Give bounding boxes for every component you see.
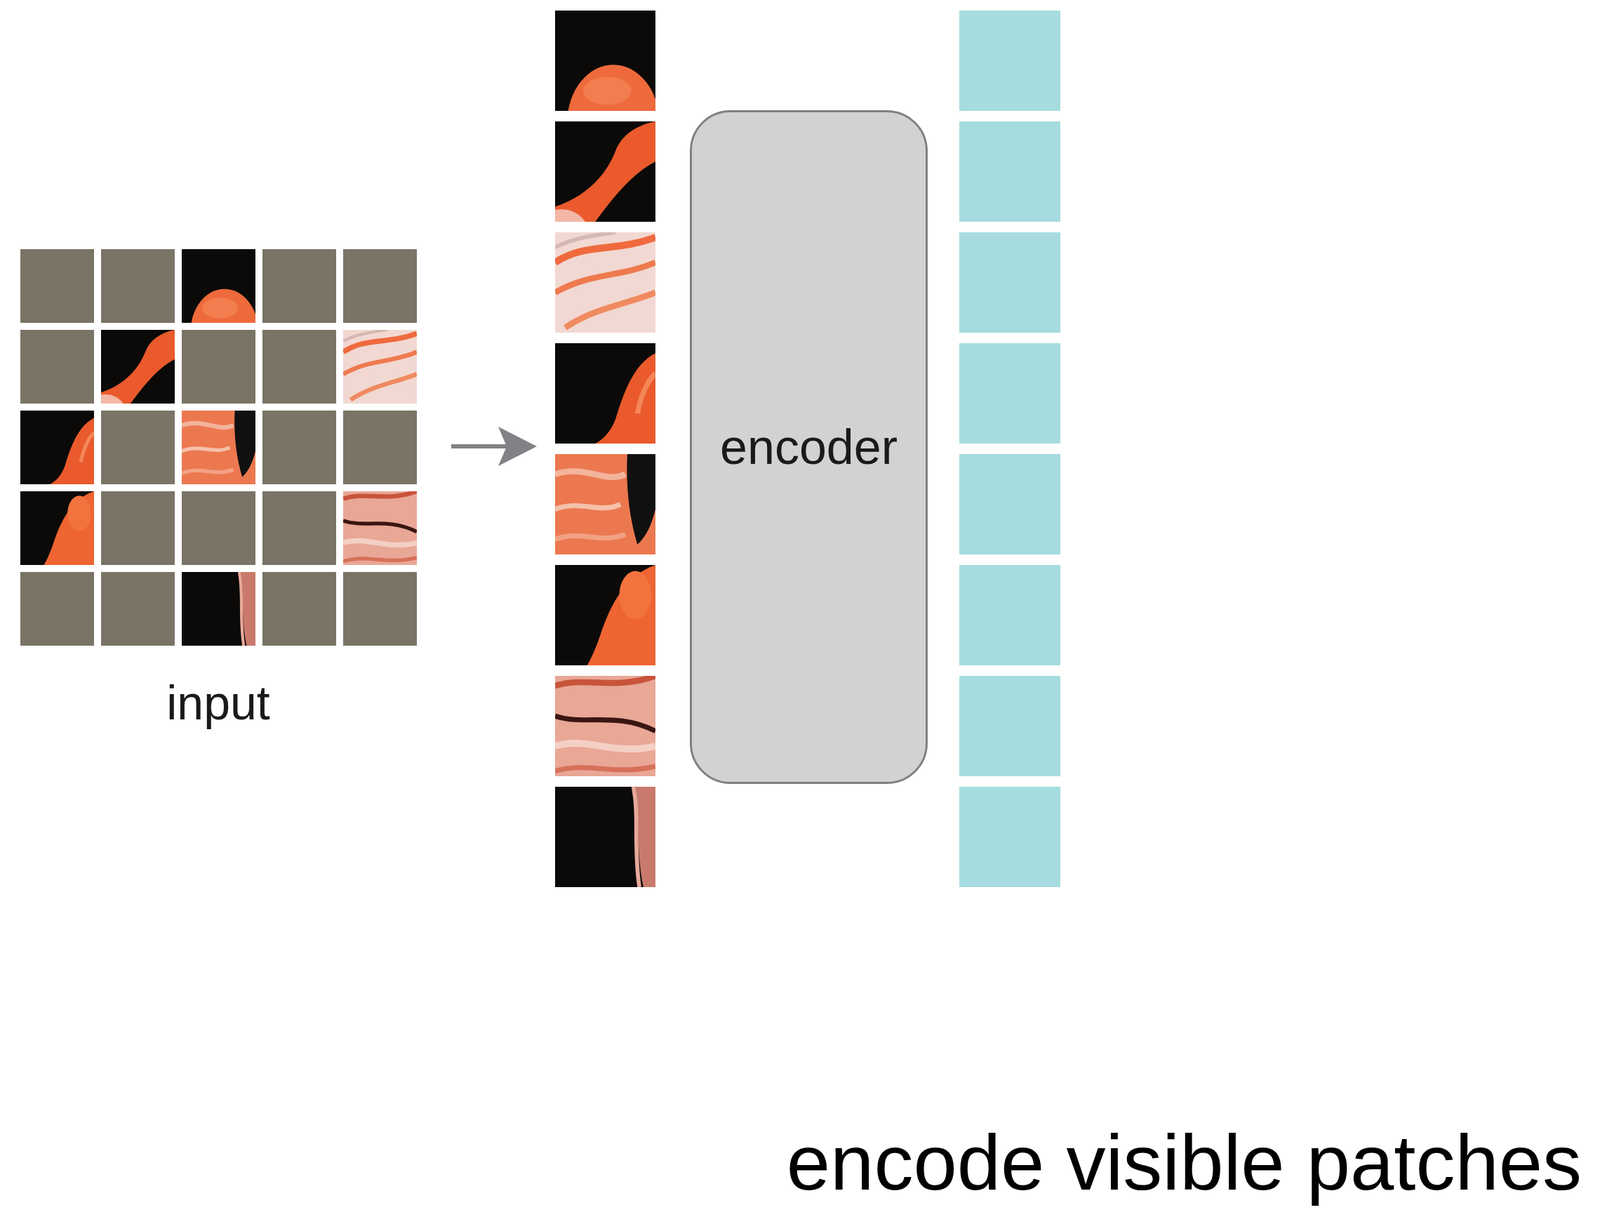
masked-patch <box>101 410 175 485</box>
encoded-token <box>959 675 1061 777</box>
masked-patch <box>262 249 337 323</box>
encoded-token <box>959 454 1061 555</box>
masked-patch <box>20 571 95 646</box>
masked-patch <box>343 249 417 323</box>
encoded-token <box>959 786 1061 888</box>
visible-patch <box>20 410 95 485</box>
visible-patch <box>101 329 175 404</box>
visible-patch <box>555 454 656 555</box>
masked-patch <box>101 571 175 646</box>
masked-patch <box>343 410 417 485</box>
flow-arrow <box>451 426 537 466</box>
encoded-token <box>959 232 1061 333</box>
masked-patch-grid <box>20 249 417 646</box>
node-label: encoder <box>720 418 898 476</box>
caption: encode visible patches <box>786 1117 1582 1208</box>
visible-patch <box>555 343 656 444</box>
masked-patch <box>262 571 337 646</box>
visible-patch <box>555 121 656 222</box>
masked-patch <box>262 491 337 565</box>
encoded-token <box>959 121 1061 222</box>
visible-patch <box>343 329 417 404</box>
masked-patch <box>181 329 256 404</box>
encoder-box: encoder <box>689 110 928 784</box>
visible-patch <box>343 491 417 565</box>
masked-patch <box>343 571 417 646</box>
encoded-token <box>959 10 1061 111</box>
arrow-head <box>498 426 537 466</box>
visible-patch <box>555 564 656 666</box>
masked-patch <box>20 249 95 323</box>
visible-patch <box>555 786 656 888</box>
encoded-token <box>959 343 1061 444</box>
masked-patch <box>20 329 95 404</box>
visible-patch <box>181 571 256 646</box>
visible-patch <box>555 675 656 777</box>
masked-patch <box>101 491 175 565</box>
masked-patch <box>101 249 175 323</box>
visible-patch-grid <box>20 249 417 646</box>
masked-patch <box>262 329 337 404</box>
visible-patch <box>20 491 95 565</box>
encoded-token-column <box>959 10 1061 888</box>
masked-patch <box>262 410 337 485</box>
masked-patch <box>181 491 256 565</box>
visible-patch <box>555 232 656 333</box>
visible-patch-column <box>555 10 660 888</box>
input-label: input <box>166 675 270 730</box>
visible-patch <box>181 410 256 485</box>
encoded-token <box>959 564 1061 666</box>
visible-patch <box>181 249 259 375</box>
